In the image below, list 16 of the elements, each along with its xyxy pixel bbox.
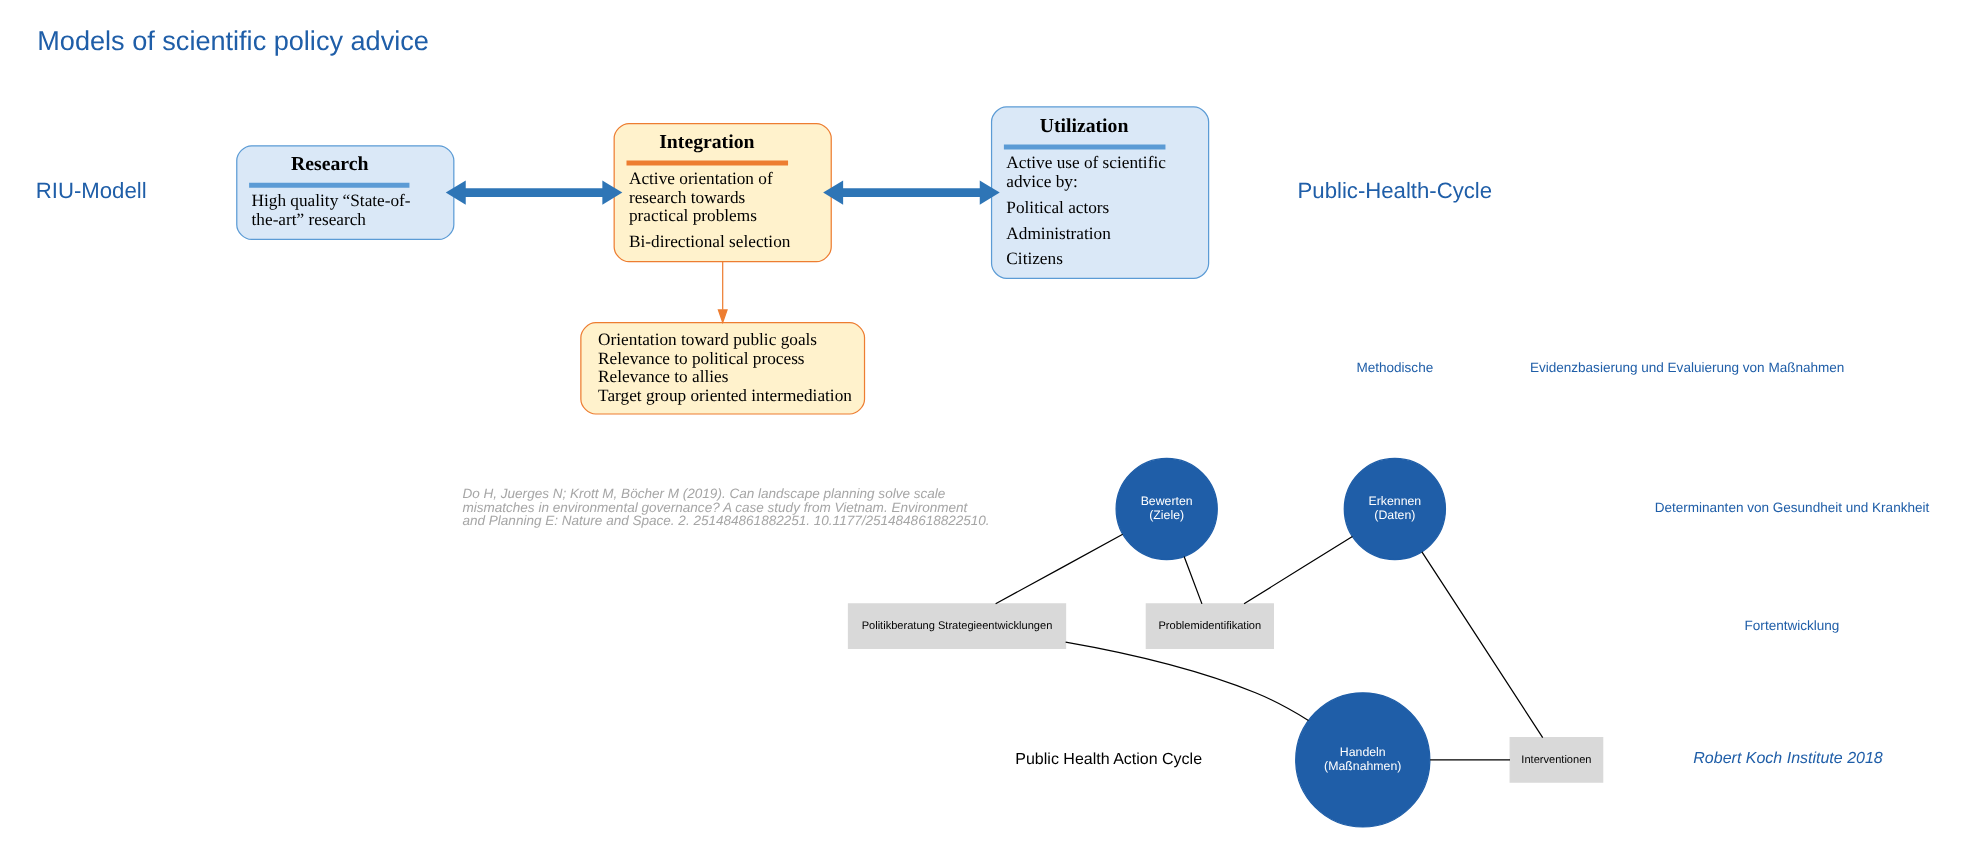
diagram-title: Models of scientific policy advice — [36, 24, 428, 55]
label: RIU-Modell — [34, 179, 146, 204]
arrow — [444, 179, 622, 204]
connector — [994, 532, 1123, 604]
node-box: Research High quality “State-of-the-art” research — [235, 144, 454, 240]
node-box: Integration Active orientation of research towards practical problems Bi-directional selection — [612, 121, 831, 262]
connector — [1064, 640, 1309, 721]
connector — [1242, 534, 1353, 604]
connector — [1182, 554, 1202, 604]
node-box: Orientation toward public goals Relevance to political process Relevance to allies Target group oriented intermediation — [579, 321, 865, 414]
label: Public-Health-Cycle — [1296, 179, 1492, 204]
arrow — [716, 260, 727, 324]
connector — [1420, 550, 1543, 738]
node-box: Utilization Active use of scientific advice by: Political actors Administration Citizens — [989, 105, 1209, 278]
connector — [1428, 758, 1510, 760]
arrow — [822, 179, 999, 204]
